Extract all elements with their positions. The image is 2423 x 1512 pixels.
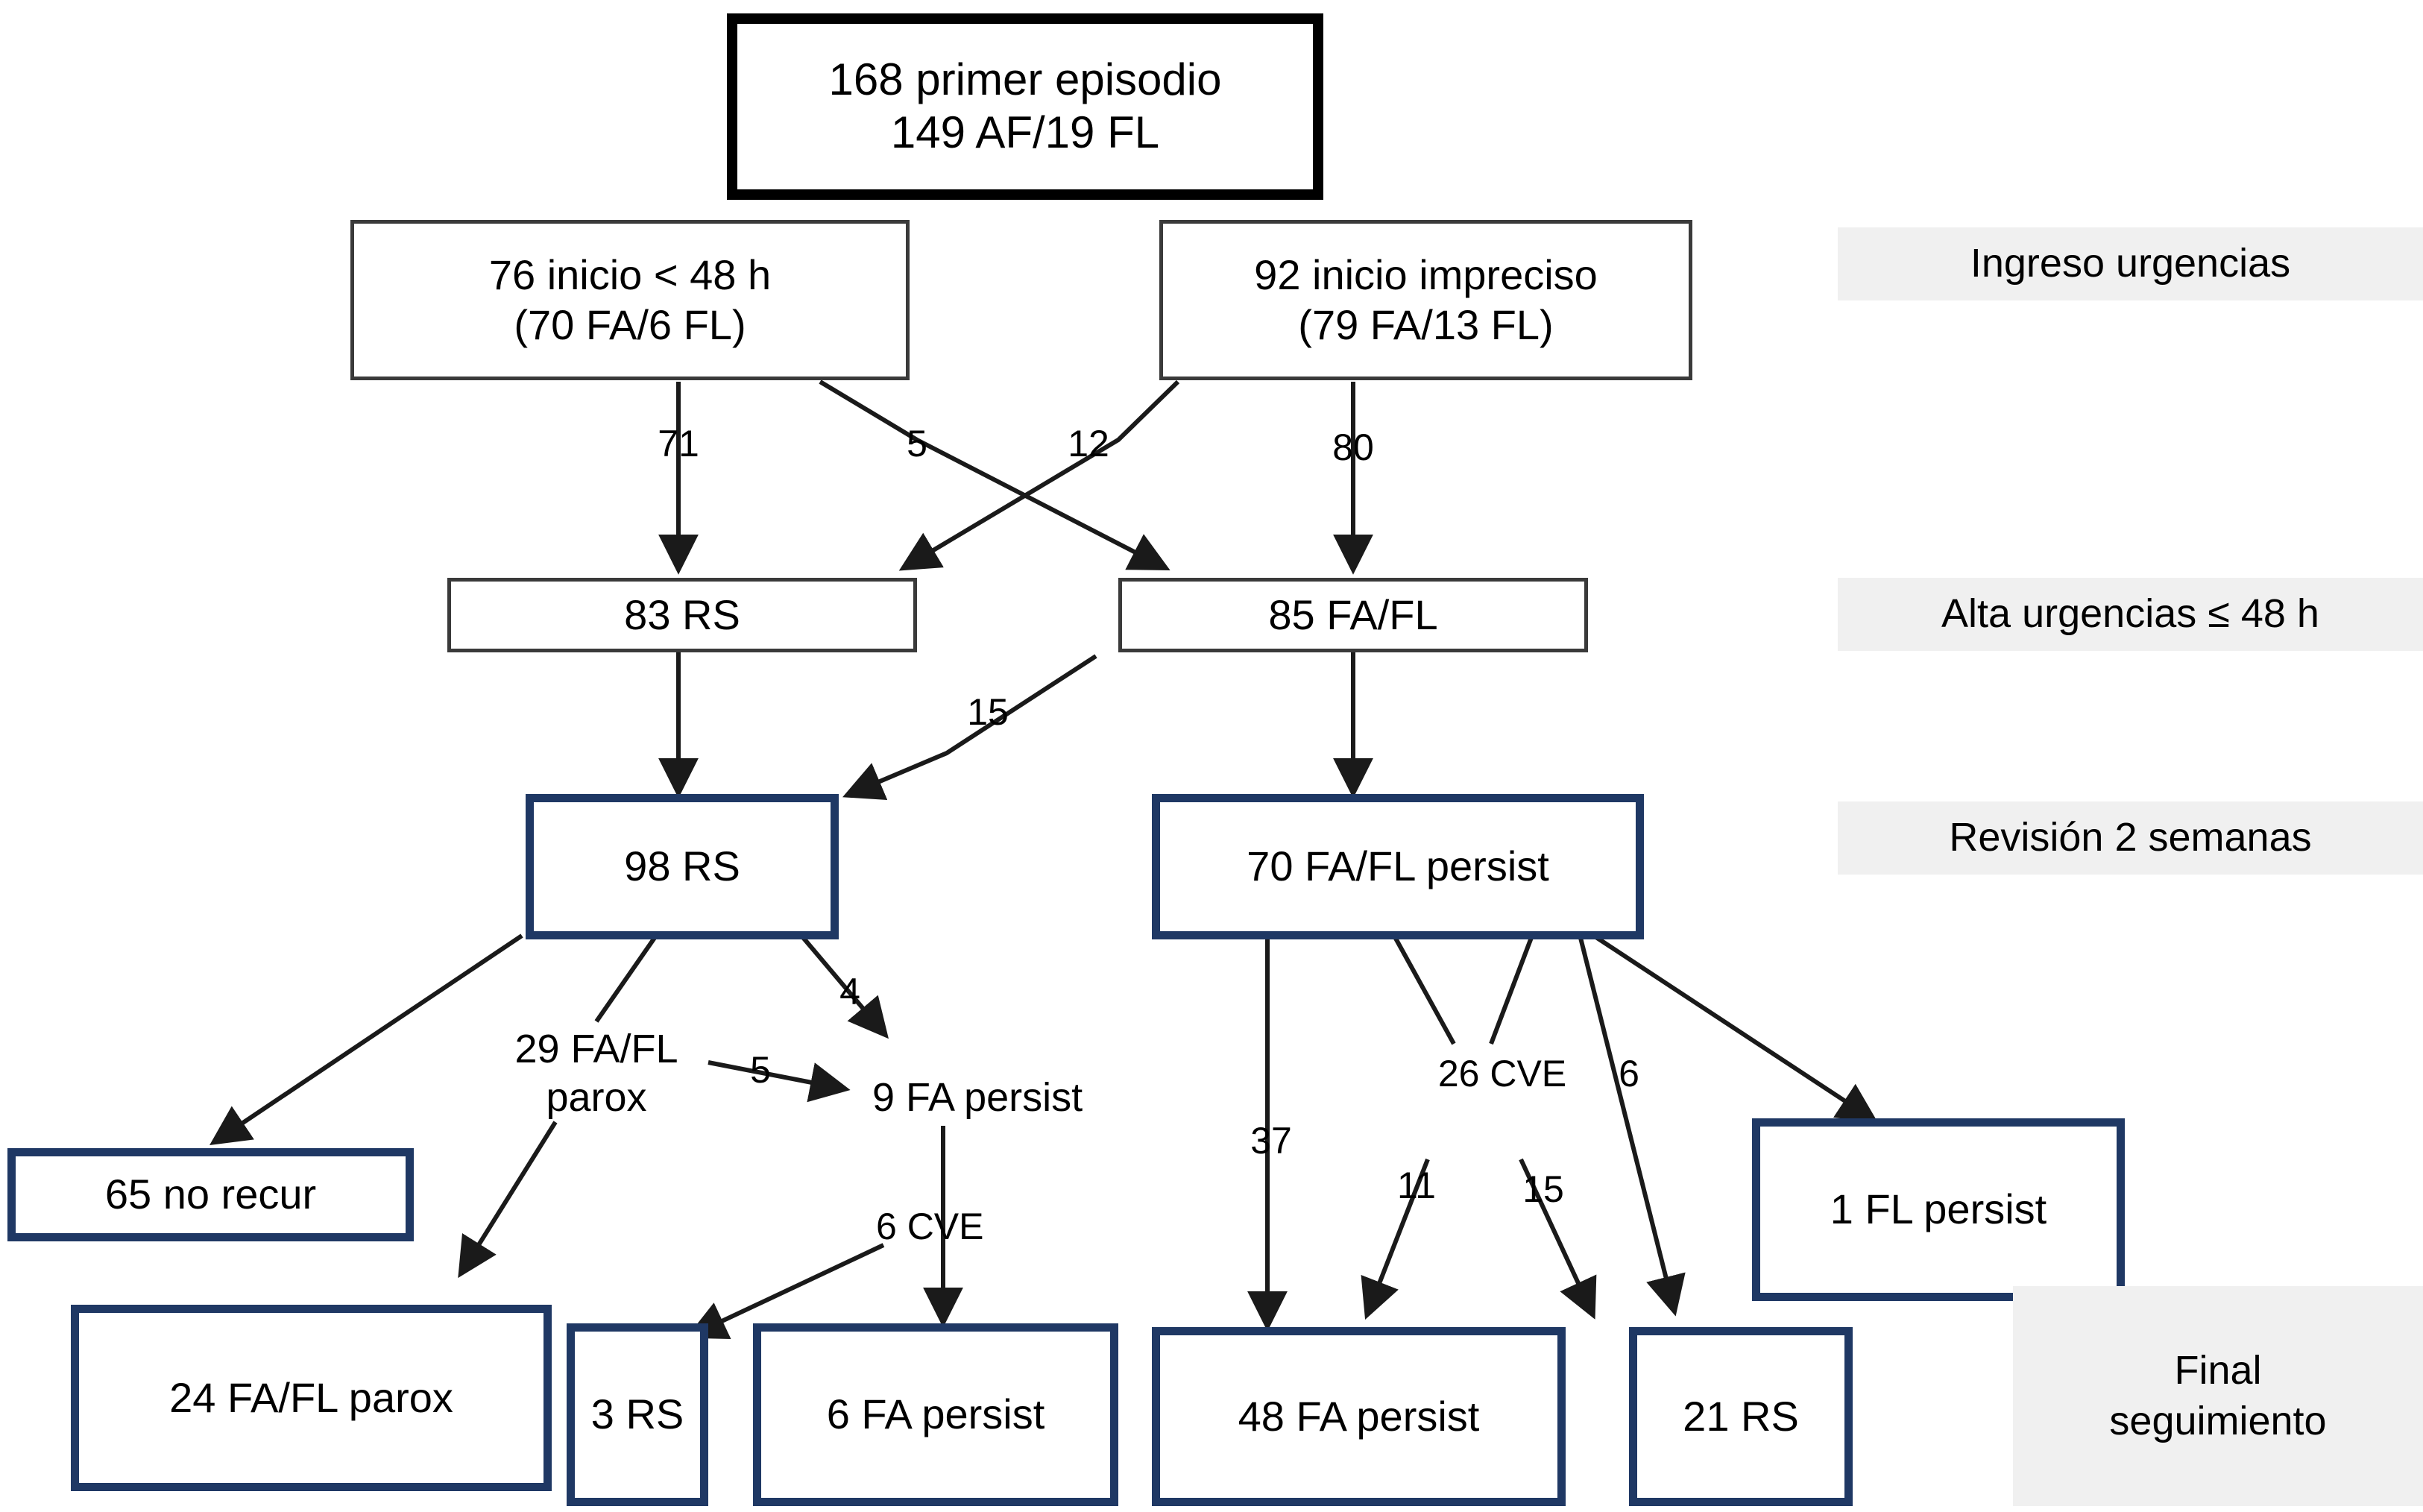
- edge-label-71: 71: [658, 423, 699, 464]
- stage-band-ingreso-urgencias: Ingreso urgencias: [1838, 227, 2423, 300]
- label-node-29-fafl-parox: 29 FA/FL parox: [514, 1027, 678, 1120]
- node-1-fl-persist[interactable]: 1 FL persist: [1752, 1118, 2125, 1301]
- edge-70persist-to-21rs: [1578, 937, 1686, 1317]
- stage-band-revision-2-semanas: Revisión 2 semanas: [1838, 801, 2423, 875]
- edge-98rs-to-29parox: [594, 934, 658, 1023]
- edge-label-5-small: 5: [750, 1049, 771, 1091]
- edge-98rs-to-65norecur: [209, 933, 523, 1146]
- node-root[interactable]: 168 primer episodio 149 AF/19 FL: [727, 13, 1323, 200]
- edge-label-26-cve: 26 CVE: [1437, 1053, 1567, 1094]
- label-node-9-fa-persist: 9 FA persist: [872, 1075, 1083, 1120]
- edge-label-12: 12: [1068, 423, 1109, 464]
- node-6-fa-persist[interactable]: 6 FA persist: [753, 1323, 1118, 1506]
- node-48-fa-persist[interactable]: 48 FA persist: [1152, 1327, 1566, 1506]
- stage-band-alta-urgencias: Alta urgencias ≤ 48 h: [1838, 578, 2423, 651]
- node-24-fafl-parox[interactable]: 24 FA/FL parox: [71, 1305, 552, 1491]
- edge-29parox-to-24parox: [458, 1121, 558, 1279]
- edge-70persist-to-26cve-a: [1392, 934, 1456, 1045]
- edge-label-11: 11: [1397, 1165, 1436, 1206]
- node-21-rs[interactable]: 21 RS: [1629, 1327, 1853, 1506]
- edge-70persist-to-26cve-b: [1489, 934, 1534, 1045]
- node-70-fafl-persist[interactable]: 70 FA/FL persist: [1152, 794, 1644, 939]
- edge-label-6: 6: [1619, 1053, 1639, 1094]
- edge-6cve-to-3rs: [686, 1243, 885, 1340]
- edge-label-80: 80: [1332, 426, 1374, 468]
- edge-label-4: 4: [839, 971, 860, 1012]
- node-85-fafl[interactable]: 85 FA/FL: [1118, 578, 1588, 652]
- node-98-rs[interactable]: 98 RS: [526, 794, 839, 939]
- edge-label-15-top: 15: [967, 691, 1009, 733]
- edge-label-6-cve: 6 CVE: [876, 1206, 984, 1247]
- edge-76-to-85fafl: [819, 379, 1170, 570]
- edge-92-to-83rs: [898, 379, 1180, 571]
- node-3-rs[interactable]: 3 RS: [567, 1323, 708, 1506]
- edge-label-15-bottom: 15: [1522, 1168, 1564, 1210]
- stage-band-final-seguimiento: Final seguimiento: [2013, 1286, 2423, 1506]
- edge-label-37: 37: [1250, 1120, 1292, 1162]
- node-83-rs[interactable]: 83 RS: [447, 578, 917, 652]
- node-65-no-recur[interactable]: 65 no recur: [7, 1148, 414, 1241]
- edge-label-5-cross: 5: [907, 423, 927, 464]
- node-inicio-impreciso[interactable]: 92 inicio impreciso (79 FA/13 FL): [1159, 220, 1692, 380]
- node-inicio-48h[interactable]: 76 inicio < 48 h (70 FA/6 FL): [350, 220, 910, 380]
